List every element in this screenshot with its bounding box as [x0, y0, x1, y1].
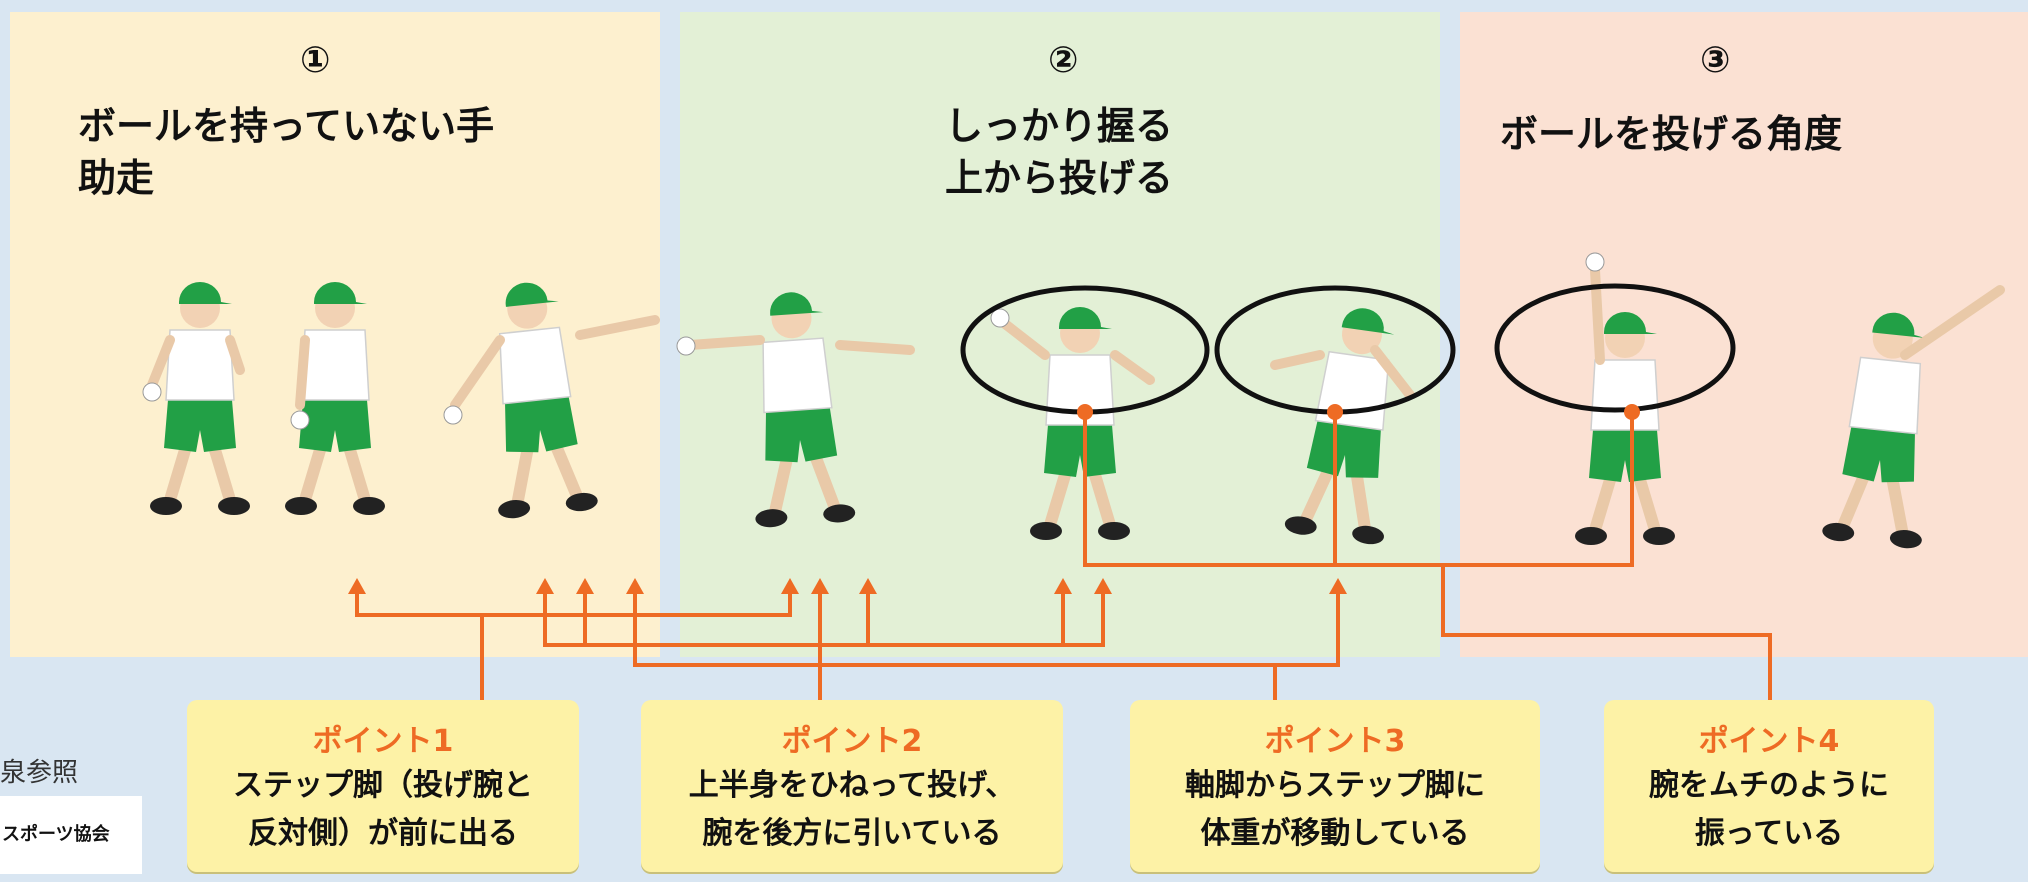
association-logo: スポーツ協会 [0, 796, 142, 874]
point-box-3: ポイント3 軸脚からステップ脚に 体重が移動している [1130, 700, 1540, 872]
point-box-1: ポイント1 ステップ脚（投げ腕と 反対側）が前に出る [187, 700, 579, 872]
figure-1 [142, 282, 250, 515]
point-line-1-1: ステップ脚（投げ腕と [233, 768, 533, 803]
phase-panel-2 [680, 12, 1440, 657]
point-title-4: ポイント4 [1698, 724, 1840, 759]
highlight-circle-3 [1494, 283, 1736, 413]
logo-text: スポーツ協会 [2, 824, 110, 845]
phase-title-1-line1: ボールを持っていない手 [78, 104, 495, 148]
point-line-4-1: 腕をムチのように [1649, 768, 1889, 803]
point-connectors [355, 412, 1772, 700]
point-line-2-2: 腕を後方に引いている [702, 816, 1002, 851]
phase-number-1: ① [300, 40, 331, 81]
figure-3 [443, 278, 660, 520]
point-title-3: ポイント3 [1264, 724, 1406, 759]
arrowheads [348, 578, 1347, 594]
point-line-3-1: 軸脚からステップ脚に [1185, 768, 1485, 803]
phase-title-1-line2: 助走 [78, 156, 155, 200]
point-box-2: ポイント2 上半身をひねって投げ、 腕を後方に引いている [641, 700, 1063, 872]
phase-number-3: ③ [1700, 40, 1731, 81]
point-title-2: ポイント2 [781, 724, 923, 759]
phase-title-2-line2: 上から投げる [945, 156, 1174, 200]
figure-2 [285, 282, 385, 515]
phase-number-2: ② [1048, 40, 1079, 81]
point-title-1: ポイント1 [312, 724, 454, 759]
reference-note: 泉参照 [0, 758, 79, 788]
phase-title-3: ボールを投げる角度 [1500, 112, 1843, 156]
figure-6 [1270, 301, 1415, 546]
point-line-1-2: 反対側）が前に出る [248, 816, 518, 851]
circle-anchor-dots [1077, 404, 1640, 420]
figure-8 [1821, 285, 2005, 550]
figure-5 [990, 307, 1155, 540]
point-line-3-2: 体重が移動している [1200, 816, 1470, 851]
figure-4 [676, 289, 915, 528]
point-line-2-1: 上半身をひねって投げ、 [688, 768, 1016, 803]
figure-7 [1575, 252, 1675, 545]
point-box-4: ポイント4 腕をムチのように 振っている [1604, 700, 1934, 872]
point-line-4-2: 振っている [1694, 816, 1844, 851]
phase-title-2-line1: しっかり握る [945, 104, 1174, 148]
